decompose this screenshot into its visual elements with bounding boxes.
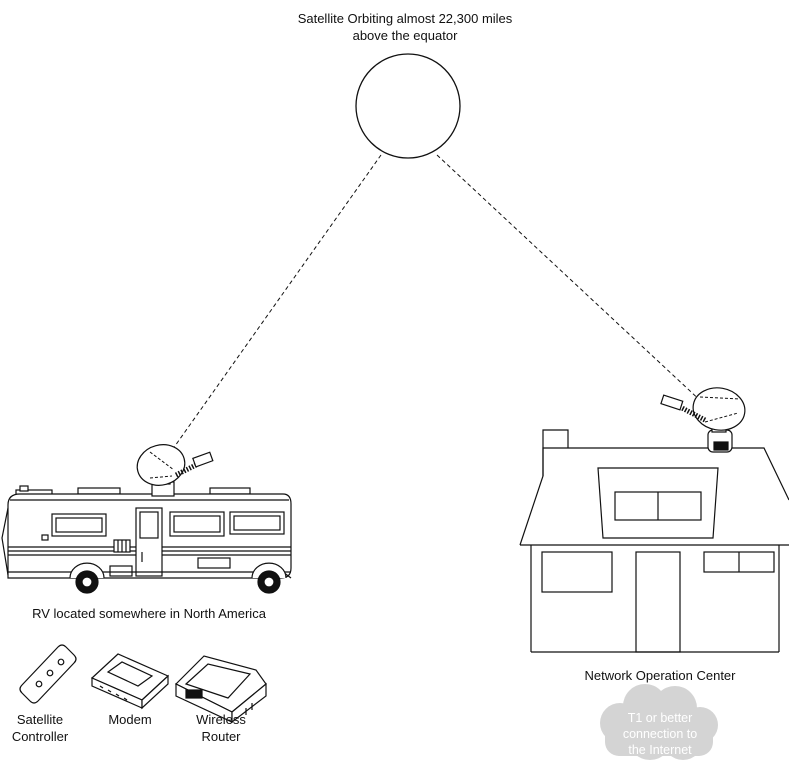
satellite-caption-line2: above the equator [260,27,550,44]
rv-illustration [2,486,291,578]
equipment-label-router-line2: Router [185,728,257,745]
satellite-caption: Satellite Orbiting almost 22,300 miles a… [260,10,550,44]
internet-caption-line2: connection to [608,726,712,742]
noc-caption: Network Operation Center [560,667,760,684]
rv-satellite-dish [133,439,213,496]
equipment-label-modem-line1: Modem [95,711,165,728]
equipment-label-controller-line2: Controller [5,728,75,745]
internet-caption: T1 or better connection to the Internet [608,710,712,758]
internet-caption-line3: the Internet [608,742,712,758]
beam-satellite-to-noc [437,155,704,404]
noc-building [520,430,789,652]
beam-rv-to-satellite [170,155,381,453]
equipment-label-controller: Satellite Controller [5,711,75,745]
satellite-caption-line1: Satellite Orbiting almost 22,300 miles [260,10,550,27]
modem-icon [92,654,168,708]
equipment-label-router-line1: Wireless [185,711,257,728]
equipment-label-controller-line1: Satellite [5,711,75,728]
noc-satellite-dish [661,384,748,452]
satellite-circle [356,54,460,158]
equipment-label-router: Wireless Router [185,711,257,745]
satellite-controller-icon [20,645,76,703]
internet-caption-line1: T1 or better [608,710,712,726]
rv-caption: RV located somewhere in North America [0,605,298,622]
equipment-label-modem: Modem [95,711,165,728]
